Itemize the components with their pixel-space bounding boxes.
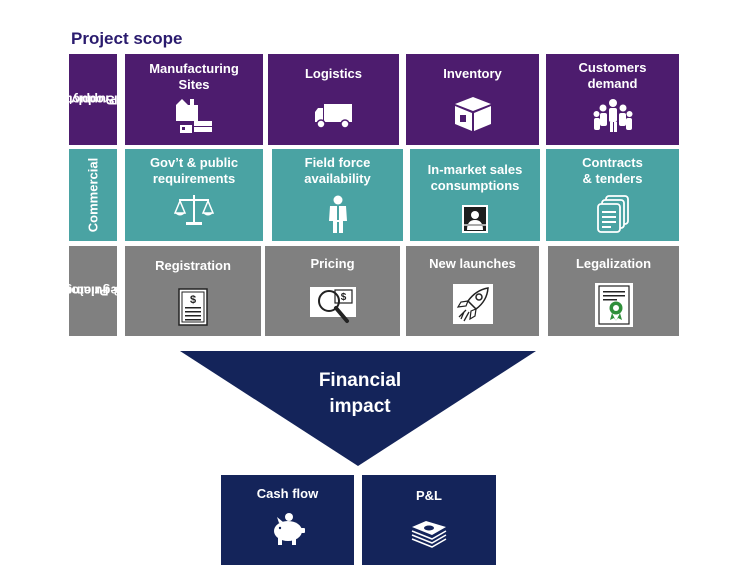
box-legalization: Legalization (548, 246, 679, 336)
funnel-label-line: Financial (318, 370, 402, 391)
box-field-force: Field force availability (272, 149, 403, 241)
box-label: Contracts (582, 155, 643, 170)
box-label: In-market sales (427, 162, 523, 177)
box-label: Registration (155, 258, 231, 273)
box-label: & tenders (582, 171, 643, 186)
pharmacist-icon (462, 205, 488, 233)
money-stack-icon (411, 521, 447, 548)
funnel-label: Financial impact (280, 368, 440, 420)
box-label: Field force (304, 155, 371, 170)
svg-text:$: $ (190, 294, 196, 306)
magnifier-dollar-icon: $ (309, 287, 356, 323)
box-label: New launches (429, 256, 516, 271)
box-logistics: Logistics (268, 54, 399, 145)
person-icon (328, 195, 347, 233)
svg-text:$: $ (340, 292, 346, 303)
box-label: Inventory (443, 66, 502, 81)
box-label: requirements (152, 171, 236, 186)
box-customers-demand: Customers demand (546, 54, 679, 145)
row-label-line: Supply (71, 92, 115, 107)
row-label-product-supply: Product Supply (68, 54, 118, 145)
truck-icon (314, 104, 352, 129)
box-new-launches: New launches (406, 246, 539, 336)
crowd-icon (593, 99, 632, 132)
box-label: Gov’t & public (149, 155, 239, 170)
box-registration: Registration $ (125, 246, 261, 336)
page-title: Project scope (71, 29, 183, 48)
box-contracts-tenders: Contracts & tenders (546, 149, 679, 241)
row-label-commercial: Commercial (69, 149, 117, 241)
row-label-line: & Pricing (64, 283, 122, 299)
scales-icon (174, 195, 214, 225)
certificate-icon (594, 283, 633, 327)
box-label: availability (304, 171, 371, 186)
funnel-label-line: impact (329, 396, 391, 417)
box-govt-requirements: Gov’t & public requirements (125, 149, 263, 241)
box-icon (454, 97, 491, 131)
row-label-regulatory-pricing: Regulatory & Pricing (59, 246, 127, 336)
box-label: P&L (416, 488, 442, 503)
financial-impact-funnel (180, 351, 536, 466)
box-label: Pricing (310, 256, 355, 271)
box-label: consumptions (430, 178, 520, 193)
box-label: Cash flow (256, 486, 319, 501)
box-label: Sites (178, 77, 210, 92)
box-label: Customers (578, 60, 647, 75)
rocket-icon (452, 284, 493, 324)
box-pricing: Pricing $ (265, 246, 400, 336)
box-inventory: Inventory (406, 54, 539, 145)
row-label-line: Commercial (85, 157, 101, 233)
receipt-icon: $ (178, 288, 208, 326)
box-manufacturing-sites: Manufacturing Sites (125, 54, 263, 145)
factory-icon (176, 99, 212, 133)
box-in-market-sales: In-market sales consumptions (410, 149, 540, 241)
box-label: demand (587, 76, 638, 91)
box-label: Legalization (575, 256, 652, 271)
box-cash-flow: Cash flow (221, 475, 354, 565)
box-label: Logistics (304, 66, 363, 81)
box-pl: P&L (362, 475, 496, 565)
piggy-bank-icon (273, 513, 305, 545)
documents-icon (596, 195, 629, 233)
box-label: Manufacturing (149, 61, 239, 76)
